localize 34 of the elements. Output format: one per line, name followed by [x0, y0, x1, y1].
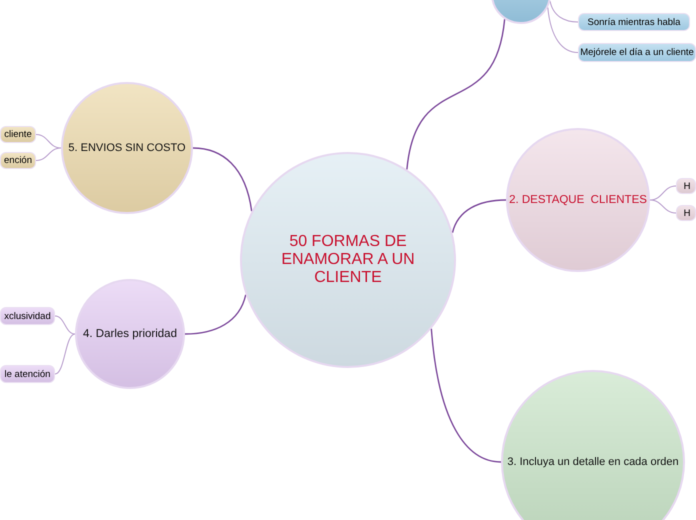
connector-line: [36, 148, 62, 161]
subtopic-label: ención: [4, 155, 32, 166]
subtopic-pill: [676, 205, 696, 221]
subtopic-pill: [0, 307, 55, 325]
subtopic-pill: [676, 178, 696, 194]
subtopic-pill: [0, 126, 36, 143]
connector-line: [550, 0, 578, 22]
connector-line: [54, 334, 76, 374]
subtopic-label: H: [684, 208, 690, 218]
connector-line: [452, 199, 506, 233]
subtopic-label: cliente: [4, 129, 32, 140]
subtopic-label: H: [684, 180, 690, 192]
connector-line: [54, 316, 76, 334]
subtopic-pill: [578, 43, 696, 62]
subtopic-label: Mejórele el día a un cliente: [580, 47, 694, 58]
topic-label: 3. Incluya un detalle en cada orden: [507, 456, 679, 468]
topic-label: 50 FORMAS DE ENAMORAR A UN CLIENTE: [280, 233, 416, 287]
connector-line: [192, 147, 252, 212]
subtopic-pill: [0, 152, 36, 169]
connector-line: [184, 294, 246, 335]
connector-line: [547, 7, 578, 53]
topic-label: 5. ENVIOS SIN COSTO: [68, 142, 186, 154]
connector-line: [406, 19, 506, 170]
subtopic-label: le atención: [4, 368, 50, 380]
connector-line: [650, 200, 676, 214]
topic-label: 2. DESTAQUE CLIENTES: [509, 194, 647, 206]
subtopic-pill: [578, 13, 690, 31]
subtopic-pill: [0, 365, 55, 383]
subtopic-label: Sonría mientras habla: [588, 16, 680, 28]
connector-line: [430, 328, 502, 463]
connector-line: [650, 186, 676, 200]
topic-label: 4. Darles prioridad: [83, 328, 177, 340]
subtopic-label: xclusividad: [4, 310, 51, 322]
connector-line: [36, 134, 62, 148]
